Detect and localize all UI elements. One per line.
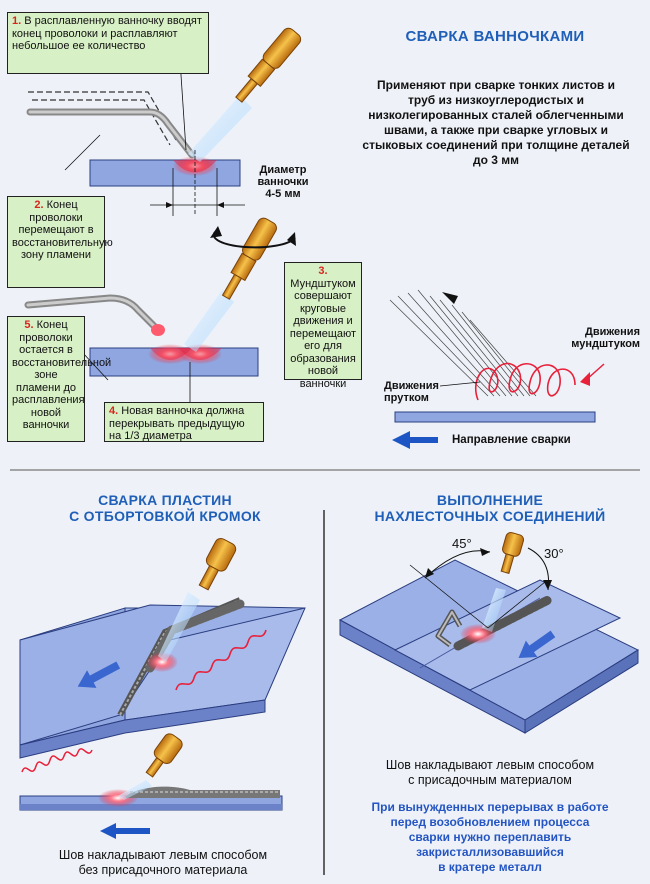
note-text: Новая ванночка должна перекрывать предыд…	[109, 405, 245, 442]
flame	[188, 95, 252, 162]
filler-wire	[26, 108, 196, 159]
flanged-plates-diagram	[19, 537, 306, 759]
note-text: В расплавленную ванночку вводят конец пр…	[12, 15, 202, 52]
plate	[394, 411, 596, 423]
pool-welding-step-1	[26, 27, 302, 216]
section-title-pool-welding: СВАРКА ВАННОЧКАМИ	[405, 28, 585, 45]
pool-diameter-label: Диаметр ванночки 4-5 мм	[257, 164, 309, 200]
motion-diagram	[389, 289, 605, 449]
lap-joint-caption: Шов накладывают левым способом с присадо…	[385, 758, 595, 787]
welding-direction-label: Направление сварки	[452, 434, 571, 446]
interruption-note: При вынужденных перерывах в работе перед…	[371, 800, 609, 874]
mouthpiece-motion-label: Движения мундштуком	[571, 326, 640, 350]
mouthpiece-spiral	[475, 362, 576, 401]
lap-joint-diagram	[338, 532, 640, 734]
note-text: Конец проволоки остается в восстановител…	[12, 319, 112, 431]
note-number: 1.	[12, 15, 22, 27]
torch-motion-path	[175, 629, 267, 691]
note-number: 4.	[109, 405, 119, 417]
pool-welding-step-2	[24, 217, 296, 402]
rod-motion-label: Движения прутком	[384, 380, 439, 404]
section-title-lap-joint: ВЫПОЛНЕНИЕ НАХЛЕСТОЧНЫХ СОЕДИНЕНИЙ	[374, 492, 606, 524]
rotation-arrow-icon	[212, 231, 296, 249]
flanged-caption: Шов накладывают левым способом без приса…	[58, 848, 268, 877]
note-number: 2.	[34, 199, 44, 211]
angle-label-45: 45°	[452, 536, 472, 551]
note-number: 5.	[24, 319, 34, 331]
note-step-2: 2. Конец проволоки перемещают в восстано…	[7, 196, 113, 288]
plate	[89, 159, 241, 187]
note-step-1: 1. В расплавленную ванночку вводят конец…	[7, 12, 209, 74]
note-step-3: 3. Мундштуком совершают круговые движени…	[284, 262, 362, 390]
section-title-flanged: СВАРКА ПЛАСТИН С ОТБОРТОВКОЙ КРОМОК	[69, 492, 261, 524]
flanged-side-view	[19, 733, 283, 839]
note-step-5: 5. Конец проволоки остается в восстанови…	[7, 316, 111, 442]
note-text: Мундштуком совершают круговые движения и…	[289, 277, 357, 390]
section-description: Применяют при сварке тонких листов и тру…	[362, 78, 630, 167]
note-text: Конец проволоки перемещают в восстановит…	[12, 199, 113, 261]
angle-label-30: 30°	[544, 546, 564, 561]
note-step-4: 4. Новая ванночка должна перекрывать пре…	[104, 402, 264, 442]
note-number: 3.	[318, 265, 328, 277]
